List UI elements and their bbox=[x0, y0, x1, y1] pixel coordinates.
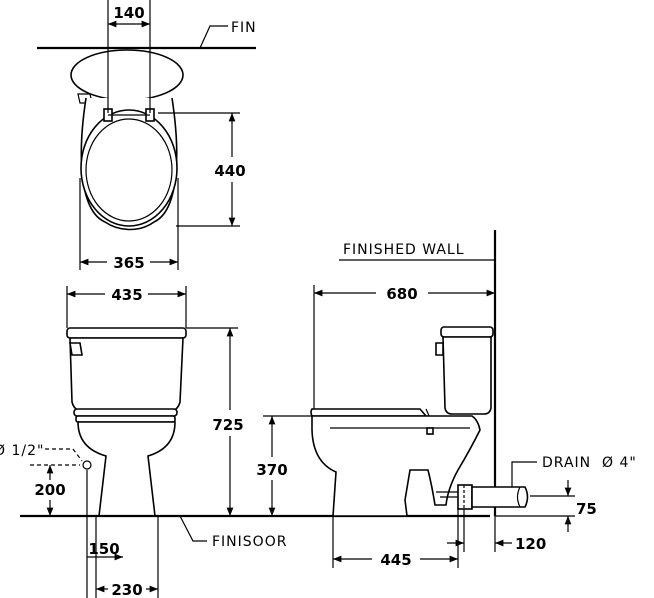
top-finished-wall-label: FIN bbox=[231, 20, 257, 36]
dim-140: 140 bbox=[113, 4, 144, 22]
dim-680: 680 bbox=[386, 285, 417, 303]
front-flush-handle bbox=[69, 342, 83, 356]
front-tank bbox=[69, 337, 184, 413]
front-seat bbox=[75, 415, 176, 423]
front-tank-lid bbox=[66, 327, 187, 339]
side-tank-lid bbox=[440, 326, 494, 338]
front-seat-lid bbox=[73, 408, 178, 417]
side-flush-handle bbox=[435, 342, 444, 356]
side-outlet-mark bbox=[426, 427, 434, 435]
top-view: FIN 140 440 365 bbox=[37, 0, 257, 272]
drain-leader bbox=[511, 461, 537, 487]
floor-leader bbox=[179, 515, 207, 542]
dim-370: 370 bbox=[256, 461, 287, 479]
supply-leader bbox=[45, 448, 83, 462]
side-seat bbox=[310, 408, 428, 417]
top-tank bbox=[70, 49, 184, 101]
dim-230: 230 bbox=[111, 581, 142, 598]
finished-wall-label: FINISHED WALL bbox=[343, 242, 465, 258]
top-seat-outer bbox=[80, 109, 178, 227]
drain-size-label: Ø 4" bbox=[602, 455, 637, 471]
dim-440: 440 bbox=[214, 162, 245, 180]
dim-725: 725 bbox=[212, 416, 243, 434]
drain-flange bbox=[457, 484, 473, 510]
dim-445: 445 bbox=[380, 551, 411, 569]
top-wall-leader bbox=[199, 25, 228, 49]
dim-200: 200 bbox=[34, 481, 65, 499]
dim-435: 435 bbox=[111, 286, 142, 304]
side-tank bbox=[442, 336, 492, 415]
side-trap bbox=[436, 491, 458, 498]
dim-150: 150 bbox=[88, 540, 119, 558]
dim-75: 75 bbox=[576, 500, 597, 518]
supply-size-label: Ø 1/2" bbox=[0, 443, 44, 459]
top-seat-inner bbox=[85, 118, 173, 222]
dim-365: 365 bbox=[113, 254, 144, 272]
front-bowl bbox=[77, 421, 176, 517]
finished-floor-label: FINISOOR bbox=[212, 534, 287, 550]
drain-pipe bbox=[471, 486, 529, 508]
side-view: FINISHED WALL 680 DRAIN Ø 4" 370 bbox=[256, 230, 636, 569]
supply-inlet-icon bbox=[82, 460, 92, 470]
drain-pipe-break bbox=[516, 486, 521, 508]
side-bowl bbox=[311, 415, 481, 517]
dim-120: 120 bbox=[515, 535, 546, 553]
front-view: 435 725 Ø 1/2" 200 150 230 bbox=[0, 286, 244, 598]
drain-label: DRAIN bbox=[542, 455, 591, 471]
